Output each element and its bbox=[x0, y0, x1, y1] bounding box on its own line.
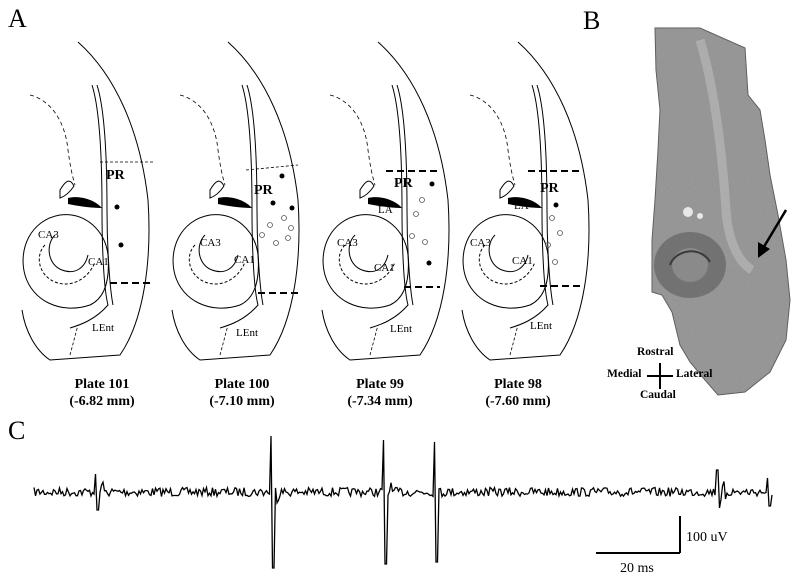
trace-line bbox=[34, 436, 772, 568]
time-scale-label: 20 ms bbox=[620, 561, 654, 577]
amplitude-scale-label: 100 uV bbox=[686, 530, 728, 546]
